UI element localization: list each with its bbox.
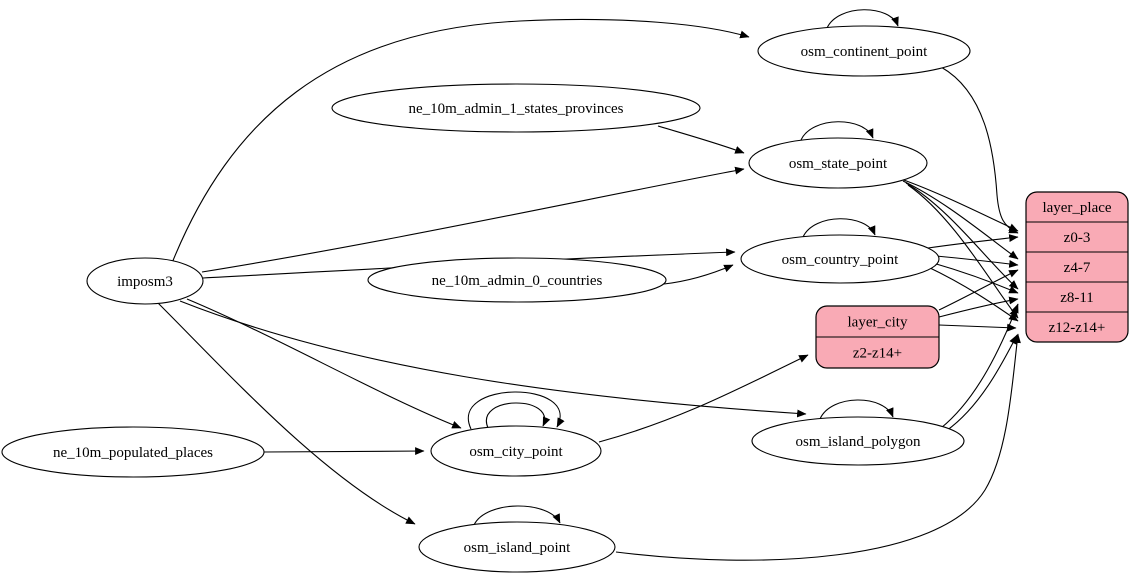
edge-layer_city-to-layer_place-z8-11 <box>938 296 1019 318</box>
edge-osm_continent_point-to-osm_continent_point-self <box>826 9 899 29</box>
record-shape-layer_place <box>1025 191 1129 343</box>
node-osm_island_point: osm_island_point <box>418 521 616 573</box>
edge-osm_island_polygon-to-layer_place-z12-z14+ <box>945 334 1018 432</box>
node-label-imposm3: imposm3 <box>117 274 173 290</box>
node-osm_state_point: osm_state_point <box>748 137 928 189</box>
node-label-osm_country_point: osm_country_point <box>782 252 899 268</box>
node-osm_island_polygon: osm_island_polygon <box>751 416 965 466</box>
edge-imposm3-to-osm_island_point <box>157 302 416 525</box>
node-label-ne_10m_admin_1_states_provinces: ne_10m_admin_1_states_provinces <box>409 101 624 117</box>
node-label-osm_city_point: osm_city_point <box>469 444 563 460</box>
edge-osm_country_point-to-layer_place-z4-7 <box>935 255 1019 268</box>
node-shape-osm_city_point <box>430 425 602 477</box>
record-row-layer_place-z4-7: z4-7 <box>1064 260 1091 276</box>
node-osm_country_point: osm_country_point <box>740 234 940 284</box>
node-shape-ne_10m_admin_0_countries <box>367 257 667 303</box>
node-label-osm_island_point: osm_island_point <box>464 540 572 556</box>
node-shape-osm_state_point <box>748 137 928 189</box>
edge-imposm3-to-osm_continent_point <box>171 18 750 264</box>
edge-osm_island_polygon-to-layer_place-z8-11 <box>940 303 1019 429</box>
node-imposm3: imposm3 <box>86 257 204 305</box>
edge-osm_city_point-to-layer_city-z2-z14+ <box>598 354 809 443</box>
node-ne_10m_admin_0_countries: ne_10m_admin_0_countries <box>367 257 667 303</box>
edge-imposm3-to-osm_city_point <box>186 298 462 429</box>
record-title-layer_city: layer_city <box>848 315 908 331</box>
edge-osm_state_point-to-layer_place-z0-3 <box>900 178 1019 232</box>
node-ne_10m_populated_places: ne_10m_populated_places <box>1 426 265 478</box>
edge-osm_island_point-to-osm_island_point-self <box>473 505 561 526</box>
edge-imposm3-to-osm_island_polygon <box>179 300 807 418</box>
edge-osm_country_point-to-layer_place-z12-z14+ <box>927 266 1019 322</box>
edge-osm_island_polygon-to-osm_island_polygon-self <box>819 399 894 420</box>
node-layer_place: layer_place z0-3 z4-7 z8-11 z12-z14+ <box>1025 191 1129 343</box>
edge-osm_continent_point-to-layer_place-z0-3 <box>940 66 1019 234</box>
edge-osm_state_point-to-osm_state_point-self <box>800 121 874 141</box>
node-osm_city_point: osm_city_point <box>430 425 602 477</box>
record-title-layer_place: layer_place <box>1042 200 1111 216</box>
edge-ne_10m_populated_places-to-osm_city_point <box>263 447 425 456</box>
edge-osm_state_point-to-layer_place-z4-7 <box>902 180 1019 260</box>
edge-osm_city_point-to-osm_city_point-self <box>485 402 551 429</box>
edge-layer_city-to-layer_place-z12-z14+ <box>938 323 1017 332</box>
node-label-ne_10m_populated_places: ne_10m_populated_places <box>53 445 213 461</box>
edge-osm_country_point-to-osm_country_point-self <box>802 218 876 238</box>
edge-ne_10m_admin_0_countries-to-osm_country_point <box>663 264 734 285</box>
record-row-layer_city-z2-z14+: z2-z14+ <box>853 346 902 362</box>
edge-osm_country_point-to-layer_place-z0-3 <box>927 234 1019 249</box>
node-shape-ne_10m_admin_1_states_provinces <box>331 83 701 133</box>
node-label-osm_island_polygon: osm_island_polygon <box>795 434 921 450</box>
node-label-osm_state_point: osm_state_point <box>789 156 888 172</box>
node-shape-osm_country_point <box>740 234 940 284</box>
edge-osm_state_point-to-layer_place-z8-11 <box>905 182 1019 290</box>
node-ne_10m_admin_1_states_provinces: ne_10m_admin_1_states_provinces <box>331 83 701 133</box>
node-shape-osm_island_point <box>418 521 616 573</box>
edge-osm_city_point-to-osm_city_point-self <box>467 391 565 430</box>
node-shape-ne_10m_populated_places <box>1 426 265 478</box>
record-row-layer_place-z0-3: z0-3 <box>1064 230 1091 246</box>
edge-imposm3-to-osm_state_point <box>201 166 745 273</box>
node-shape-osm_continent_point <box>757 25 971 77</box>
node-osm_continent_point: osm_continent_point <box>757 25 971 77</box>
edge-osm_country_point-to-layer_place-z8-11 <box>932 262 1019 294</box>
edge-layer_city-to-layer_place-z4-7 <box>938 269 1019 311</box>
node-label-ne_10m_admin_0_countries: ne_10m_admin_0_countries <box>432 273 603 289</box>
edge-osm_state_point-to-layer_place-z12-z14+ <box>907 184 1019 319</box>
edge-ne_10m_admin_1_states_provinces-to-osm_state_point <box>657 125 745 154</box>
record-row-layer_place-z12-z14+: z12-z14+ <box>1049 320 1106 336</box>
record-row-layer_place-z8-11: z8-11 <box>1060 290 1094 306</box>
edge-osm_island_point-to-layer_place-z12-z14+ <box>615 333 1021 561</box>
node-shape-osm_island_polygon <box>751 416 965 466</box>
node-label-osm_continent_point: osm_continent_point <box>801 44 928 60</box>
node-shape-imposm3 <box>86 257 204 305</box>
node-layer_city: layer_city z2-z14+ <box>815 305 940 369</box>
